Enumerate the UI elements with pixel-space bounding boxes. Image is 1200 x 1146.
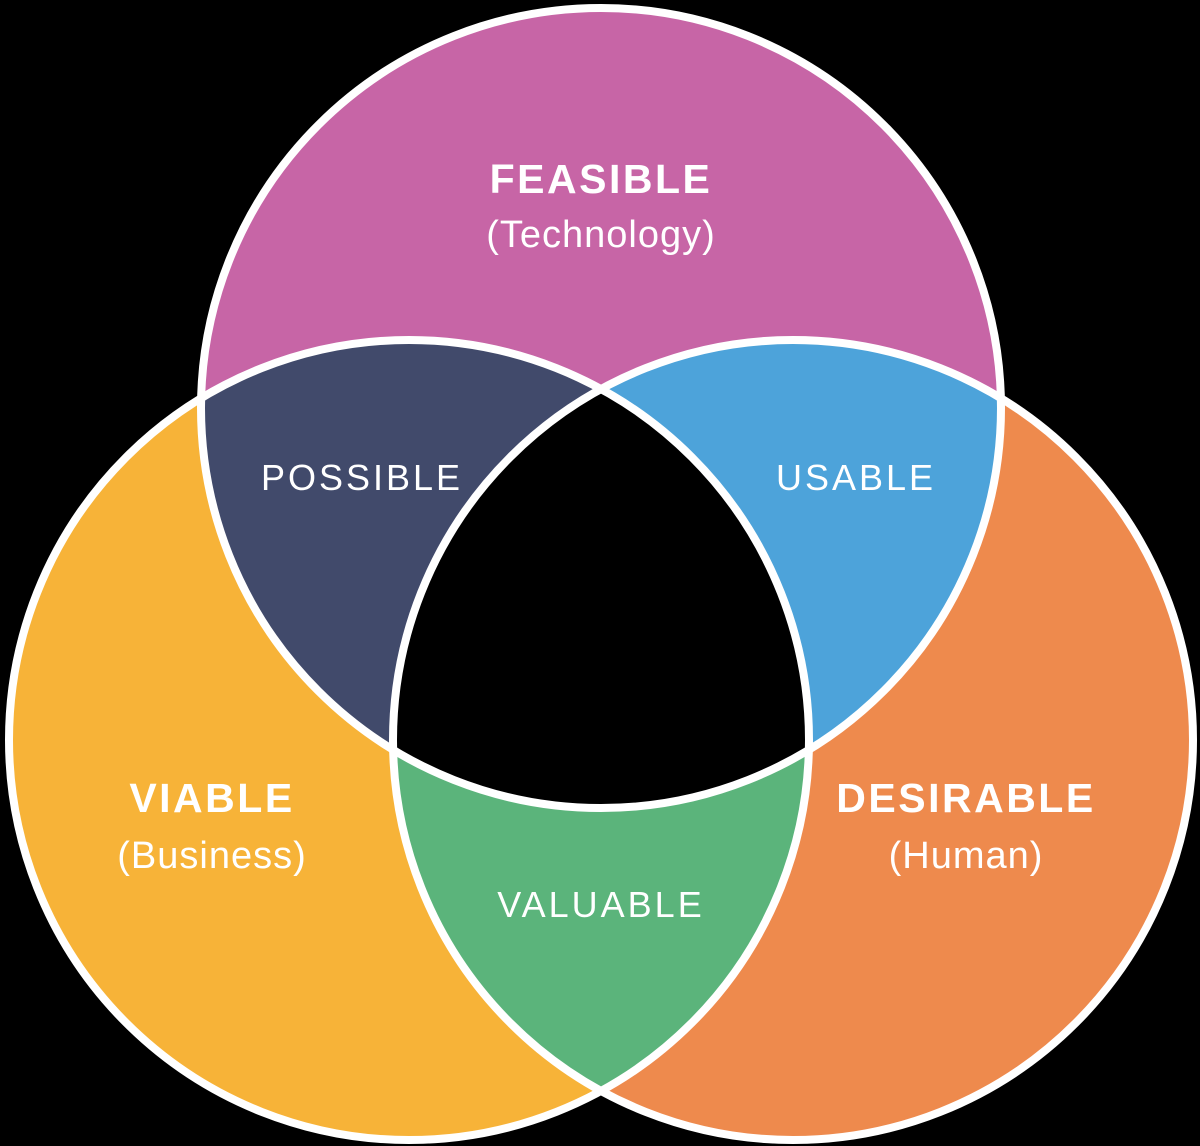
viable-outline [5, 336, 813, 1144]
feasible-label: FEASIBLE [490, 156, 713, 202]
possible-label: POSSIBLE [261, 457, 463, 498]
valuable-label: VALUABLE [497, 884, 704, 925]
viable-sublabel: (Business) [117, 835, 307, 877]
desirable-label: DESIRABLE [836, 775, 1095, 821]
viable-label: VIABLE [129, 775, 294, 821]
desirable-outline [389, 336, 1197, 1144]
feasible-outline [197, 4, 1005, 812]
center-region [393, 340, 809, 808]
usable-label: USABLE [776, 457, 936, 498]
feasible-sublabel: (Technology) [486, 214, 716, 256]
desirable-sublabel: (Human) [889, 835, 1044, 877]
